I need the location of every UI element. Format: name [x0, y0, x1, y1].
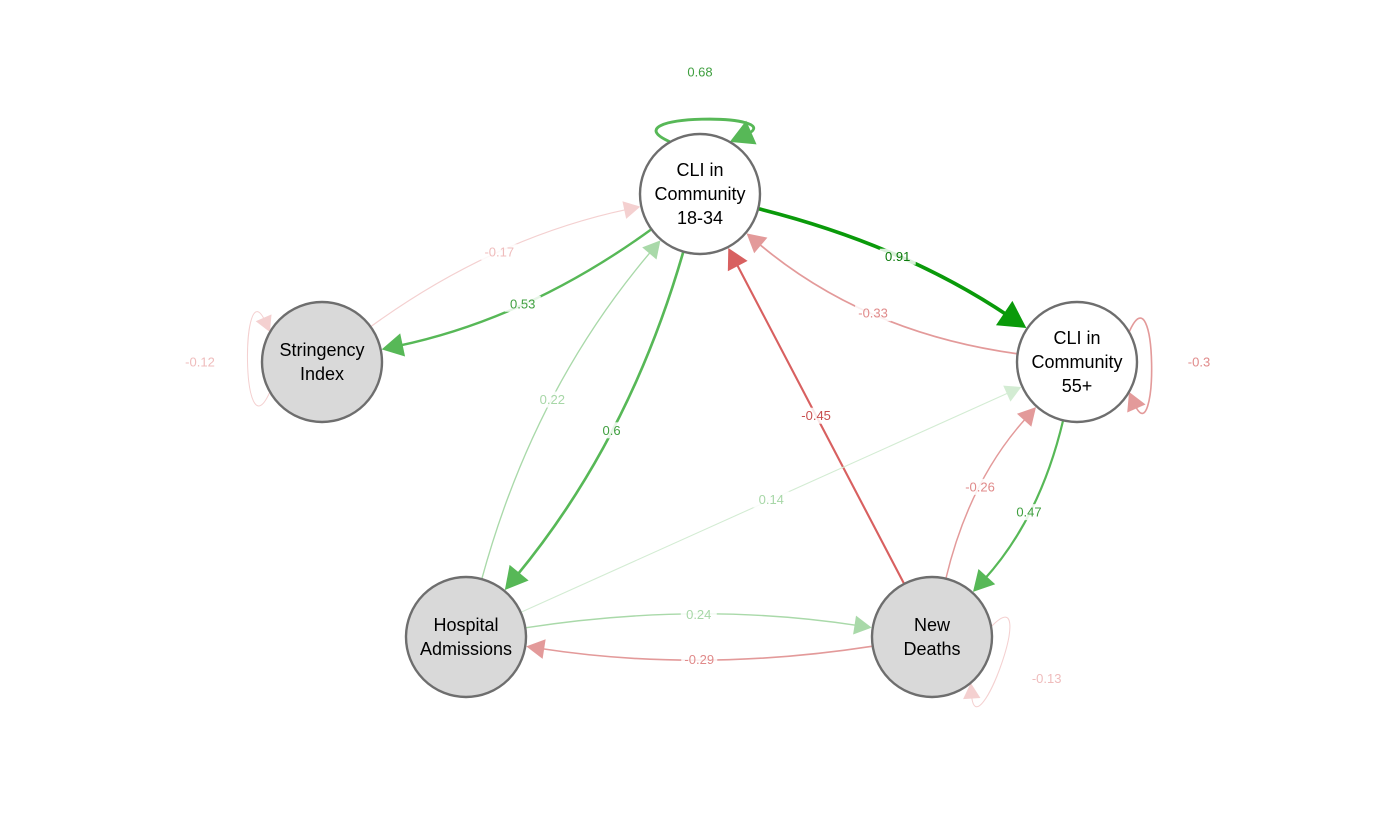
edge-label-background — [962, 478, 999, 495]
edge-weight-label: 0.6 — [603, 423, 621, 438]
edge-line — [370, 208, 628, 328]
edge-hospital-to-cli55: 0.14 — [520, 385, 1022, 613]
edge-weight-label: 0.24 — [686, 607, 711, 622]
edge-line — [654, 117, 756, 144]
edge-cli1834-to-cli55: 0.91 — [757, 206, 1027, 328]
edge-weight-label: -0.29 — [684, 652, 714, 667]
edge-line — [945, 417, 1028, 579]
edge-arrowhead — [963, 682, 981, 700]
edge-stringency-to-cli1834: -0.17 — [370, 201, 641, 328]
edge-arrowhead — [1016, 407, 1036, 427]
node-circle — [1015, 300, 1139, 424]
node-label-line: New — [914, 615, 951, 635]
node-circle — [260, 300, 384, 424]
edge-arrowhead — [995, 300, 1027, 328]
edge-label-background — [481, 244, 518, 261]
edge-line — [515, 251, 685, 578]
edge-layer: 0.68 0.53 -0.17 -0.12 0.91 -0.33 -0.3 0.6 0.22 -0… — [185, 65, 1210, 708]
edge-weight-label: 0.14 — [759, 492, 784, 507]
edge-cli1834-to-hospital: 0.6 — [504, 251, 685, 590]
node-cli55: CLI in Community 55+ — [1015, 300, 1139, 424]
edge-weight-label: -0.3 — [1188, 355, 1210, 370]
edge-label-background — [680, 606, 717, 623]
edge-label-background — [753, 491, 790, 508]
edge-deaths-to-deaths: -0.13 — [963, 616, 1062, 708]
node-label-line: Community — [1031, 352, 1122, 372]
node-circle — [638, 132, 762, 256]
edge-hospital-to-cli1834: 0.22 — [481, 240, 661, 580]
edge-arrowhead — [746, 233, 768, 254]
edge-weight-label: -0.17 — [484, 245, 514, 260]
node-label-line: Community — [654, 184, 745, 204]
edge-arrowhead — [381, 333, 406, 357]
edge-label-background — [1010, 504, 1047, 521]
edge-arrowhead — [1127, 391, 1146, 413]
edge-label-background — [798, 407, 835, 424]
edge-arrowhead — [729, 120, 757, 145]
edge-weight-label: -0.45 — [801, 408, 831, 423]
node-label-line: Index — [300, 364, 344, 384]
edge-line — [983, 420, 1065, 581]
edge-label-background — [855, 305, 892, 322]
node-circle — [870, 575, 994, 699]
edge-weight-label: -0.13 — [1032, 671, 1062, 686]
edge-weight-label: 0.91 — [885, 249, 910, 264]
edge-label-background — [879, 248, 916, 265]
edge-deaths-to-hospital: -0.29 — [526, 639, 873, 668]
edge-weight-label: -0.26 — [965, 479, 995, 494]
edge-cli1834-to-cli1834: 0.68 — [654, 65, 757, 145]
edge-label-background — [681, 651, 718, 668]
node-label-line: 18-34 — [677, 208, 723, 228]
node-label-line: Stringency — [279, 340, 364, 360]
edge-label-background — [504, 295, 541, 312]
edge-arrowhead — [622, 201, 641, 219]
node-circle — [404, 575, 528, 699]
edge-arrowhead — [526, 639, 546, 659]
edge-label-background — [593, 422, 630, 439]
edge-weight-label: 0.68 — [687, 65, 712, 80]
edge-line — [970, 616, 1011, 708]
edge-deaths-to-cli55: -0.26 — [945, 407, 1036, 579]
edge-arrowhead — [504, 564, 529, 590]
edge-arrowhead — [1003, 385, 1022, 402]
edge-line — [398, 228, 653, 347]
edge-arrowhead — [973, 568, 996, 592]
edge-deaths-to-cli1834: -0.45 — [727, 248, 906, 585]
edge-arrowhead — [255, 314, 272, 333]
edge-cli55-to-cli55: -0.3 — [1127, 317, 1210, 414]
edge-weight-label: 0.22 — [540, 392, 565, 407]
edge-line — [246, 311, 271, 407]
edge-weight-label: 0.47 — [1016, 505, 1041, 520]
node-label-line: Deaths — [903, 639, 960, 659]
node-label-line: 55+ — [1062, 376, 1093, 396]
node-label-line: CLI in — [1053, 328, 1100, 348]
edge-cli55-to-deaths: 0.47 — [973, 420, 1065, 592]
edge-hospital-to-deaths: 0.24 — [525, 606, 872, 635]
edge-stringency-to-stringency: -0.12 — [185, 311, 272, 407]
edge-weight-label: 0.53 — [510, 296, 535, 311]
edge-line — [1128, 317, 1153, 414]
node-label-line: CLI in — [676, 160, 723, 180]
node-cli1834: CLI in Community 18-34 — [638, 132, 762, 256]
edge-cli1834-to-stringency: 0.53 — [381, 228, 653, 357]
edge-arrowhead — [853, 615, 872, 635]
edge-weight-label: -0.12 — [185, 355, 215, 370]
node-label-line: Hospital — [433, 615, 498, 635]
edge-cli55-to-cli1834: -0.33 — [746, 233, 1018, 355]
node-label-line: Admissions — [420, 639, 512, 659]
edge-arrowhead — [727, 248, 748, 272]
edge-weight-label: -0.33 — [858, 306, 888, 321]
edge-label-background — [534, 391, 571, 408]
edge-arrowhead — [642, 240, 661, 260]
